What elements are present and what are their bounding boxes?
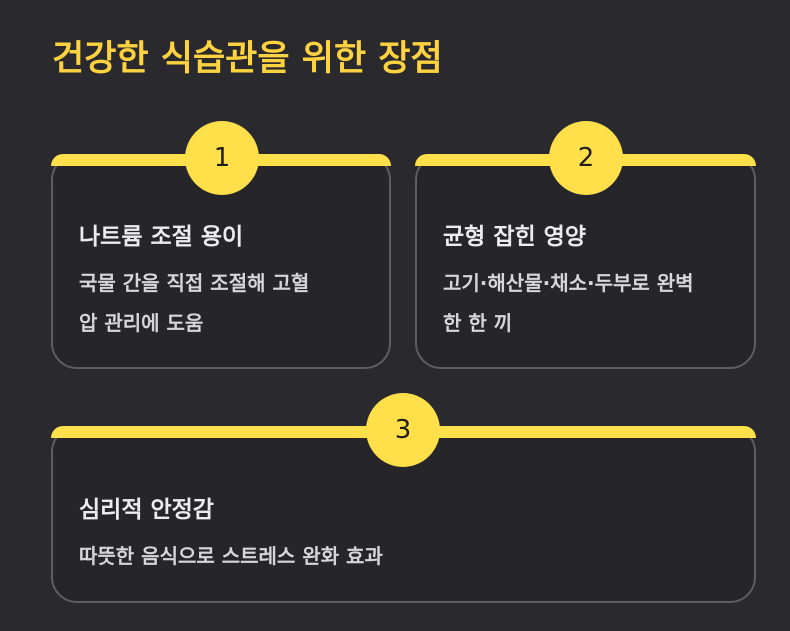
card-title-2: 균형 잡힌 영양 bbox=[443, 224, 586, 250]
benefit-card-2 bbox=[415, 154, 756, 369]
number-badge-1: 1 bbox=[185, 121, 259, 195]
card-text-3-line-1: 따뜻한 음식으로 스트레스 완화 효과 bbox=[79, 544, 383, 568]
card-text-1-line-1: 국물 간을 직접 조절해 고혈 bbox=[79, 271, 310, 295]
page-title: 건강한 식습관을 위한 장점 bbox=[52, 39, 443, 79]
card-title-1: 나트륨 조절 용이 bbox=[79, 224, 244, 250]
card-text-2-line-2: 한 한 끼 bbox=[443, 311, 513, 335]
card-text-2-line-1: 고기·해산물·채소·두부로 완벽 bbox=[443, 271, 694, 295]
number-badge-3: 3 bbox=[366, 393, 440, 467]
number-badge-2: 2 bbox=[549, 121, 623, 195]
card-text-1-line-2: 압 관리에 도움 bbox=[79, 311, 204, 335]
card-title-3: 심리적 안정감 bbox=[79, 497, 214, 523]
